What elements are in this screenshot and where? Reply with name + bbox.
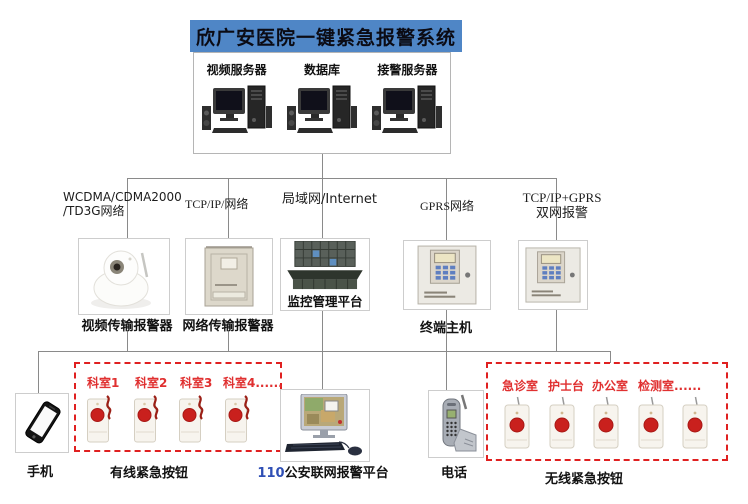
wired-panic-button-icon — [134, 395, 159, 443]
wired-panic-button-icon — [225, 395, 250, 443]
wall-alarm-unit-icon — [204, 245, 254, 306]
wireless-panic-button-icon — [593, 396, 619, 449]
alarm-server: 接警服务器 — [365, 53, 450, 153]
desktop-server-icon — [286, 85, 357, 133]
alarm-server-label: 接警服务器 — [377, 63, 438, 77]
wireless-buttons-group: 急诊室 护士台 办公室 检测室...... — [486, 362, 728, 461]
police-platform-label-110: 110 — [257, 466, 285, 481]
network-label-tcpip: TCP/IP/网络 — [185, 197, 249, 211]
wireless-room-label-3: 办公室 — [592, 379, 629, 393]
wireless-room-label-2: 护士台 — [548, 379, 585, 393]
network-label-gprs: GPRS网络 — [420, 199, 475, 213]
wired-room-label-1: 科室1 — [87, 376, 120, 390]
monitor-platform-label: 监控管理平台 — [287, 294, 363, 309]
wireless-panic-button-icon — [549, 396, 575, 449]
wireless-room-label-1: 急诊室 — [502, 379, 539, 393]
line-terminal2-to-bus2 — [556, 308, 557, 351]
line-bus-terminal1 — [446, 178, 447, 240]
ip-camera-box — [78, 238, 170, 315]
line-network-alarm-to-bus2 — [228, 331, 229, 351]
wired-buttons-group: 科室1 科室2 科室3 科室4...... — [74, 362, 283, 452]
network-label-wcdma: WCDMA/CDMA2000 /TD3G网络 — [63, 190, 182, 218]
line-bus2-mobile — [38, 351, 39, 395]
server-group-box: 视频服务器 数据库 — [193, 52, 451, 154]
terminal-host-box-2 — [518, 240, 588, 310]
wireless-panic-button-icon — [682, 396, 708, 449]
terminal-host-icon — [417, 245, 477, 305]
line-bus-terminal2 — [556, 178, 557, 240]
mobile-phone-box — [15, 393, 69, 453]
control-room-icon — [287, 241, 363, 290]
bus-bottom — [38, 351, 611, 352]
wireless-buttons-caption: 无线紧急按钮 — [545, 472, 624, 487]
wired-room-label-3: 科室3 — [180, 376, 213, 390]
line-bus-camera — [127, 178, 128, 238]
desktop-server-icon — [201, 85, 272, 133]
smartphone-icon — [25, 401, 61, 444]
line-camera-to-bus2 — [127, 331, 128, 351]
network-alarm-box — [185, 238, 273, 315]
network-label-dual: TCP/IP+GPRS 双网报警 — [522, 190, 602, 220]
database-server: 数据库 — [279, 53, 364, 153]
police-platform-box — [280, 389, 370, 462]
terminal-host-icon — [525, 247, 581, 303]
line-bus-console — [322, 178, 323, 238]
police-computer-icon — [285, 393, 362, 455]
line-servers-to-bus — [322, 152, 323, 178]
line-console-to-police-pc — [322, 308, 323, 390]
wireless-room-label-4: 检测室...... — [638, 379, 702, 393]
police-platform-label-text: 公安联网报警平台 — [284, 466, 389, 481]
terminal-host-box-1 — [403, 240, 491, 310]
wired-panic-button-icon — [87, 395, 112, 443]
wired-buttons-caption: 有线紧急按钮 — [110, 466, 189, 481]
telephone-label: 电话 — [441, 466, 468, 481]
wired-room-label-4: 科室4...... — [223, 376, 283, 390]
wired-panic-button-icon — [179, 395, 204, 443]
desktop-server-icon — [372, 85, 443, 133]
telephone-box — [428, 390, 484, 458]
ip-camera-icon — [91, 250, 151, 309]
wireless-panic-button-icon — [504, 396, 530, 449]
database-label: 数据库 — [303, 63, 340, 77]
network-transmitter-label: 网络传输报警器 — [182, 319, 274, 334]
bus-top — [127, 178, 557, 179]
network-label-lan: 局域网/Internet — [282, 192, 377, 207]
police-platform-label: 110公安联网报警平台 — [240, 462, 406, 481]
wired-room-label-2: 科室2 — [135, 376, 168, 390]
video-server-label: 视频服务器 — [206, 63, 267, 77]
video-transmitter-label: 视频传输报警器 — [81, 319, 173, 334]
cordless-phone-icon — [442, 394, 477, 452]
wireless-panic-button-icon — [638, 396, 664, 449]
line-bus2-wireless-box — [610, 351, 611, 363]
video-server: 视频服务器 — [194, 53, 279, 153]
page-title: 欣广安医院一键紧急报警系统 — [190, 20, 462, 52]
monitor-platform-box: 监控管理平台 — [280, 238, 370, 311]
line-terminal1-to-telephone — [446, 308, 447, 390]
mobile-phone-label: 手机 — [27, 465, 54, 480]
terminal-host-label: 终端主机 — [419, 321, 472, 336]
line-bus-network-alarm — [228, 178, 229, 238]
